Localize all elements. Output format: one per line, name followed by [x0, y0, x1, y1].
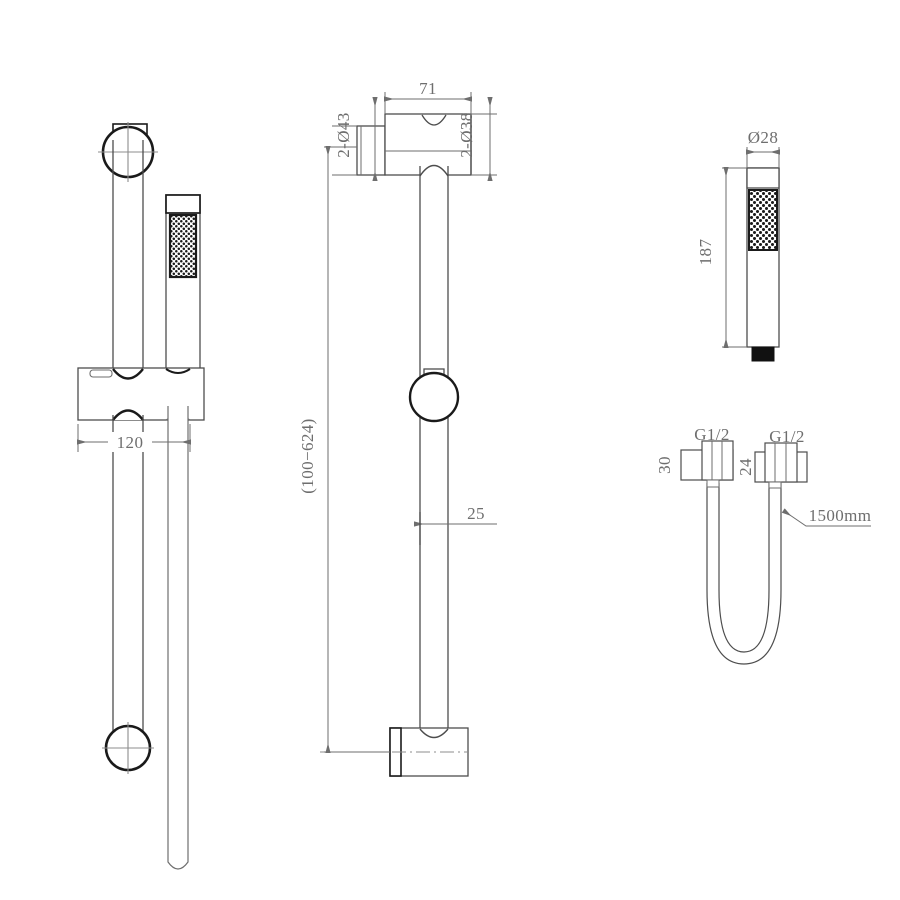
dimension-label-71: 71 — [419, 79, 437, 98]
dimension-label-d38: 2-Ø38 — [457, 112, 476, 157]
dimension-rail-25: 25 — [414, 504, 497, 545]
rail-bottom-bracket-circle — [102, 722, 154, 774]
dimension-len-30: 30 — [655, 456, 674, 474]
handset-spray-face — [168, 213, 198, 279]
dimension-71: 71 — [384, 78, 472, 114]
dimension-thread-right: G1/2 — [769, 427, 805, 446]
top-wall-plate — [356, 125, 386, 176]
dimension-label-g12-left: G1/2 — [694, 425, 730, 444]
dimension-label-25: 25 — [467, 504, 485, 523]
slide-rail-tube — [419, 166, 449, 728]
handset-left-view — [165, 194, 201, 384]
dimension-hose-length: 1500mm — [781, 506, 872, 527]
middle-view-group: 2-Ø43 71 2-Ø38 (100− — [298, 78, 497, 777]
dimension-handset-length: 187 — [696, 167, 747, 348]
slider-holder-ring — [408, 368, 460, 423]
bottom-foot-bracket — [320, 727, 469, 777]
rail-top-bracket-circle — [98, 122, 158, 182]
dimension-label-187: 187 — [696, 239, 715, 266]
handset-detail-spray-face — [748, 189, 778, 251]
dimension-label-d43: 2-Ø43 — [334, 112, 353, 157]
dimension-bracket-120: 120 — [77, 424, 191, 452]
dimension-thread-left: G1/2 — [694, 425, 730, 444]
hose-inlet-connector — [680, 440, 734, 488]
hose-left-view — [167, 406, 189, 870]
hose-detail-group: G1/2 30 G1/2 24 1500mm — [655, 425, 872, 665]
dimension-d38: 2-Ø38 — [457, 97, 497, 181]
wall-bracket-block — [77, 367, 205, 421]
dimension-label-24: 24 — [736, 458, 755, 476]
hose-outlet-connector — [754, 442, 808, 489]
left-view-group: 120 — [77, 122, 205, 870]
handset-outlet-connector — [751, 346, 775, 362]
dimension-d43: 2-Ø43 — [332, 97, 378, 181]
dimension-label-120: 120 — [117, 433, 144, 452]
dimension-label-g12-right: G1/2 — [769, 427, 805, 446]
handset-detail-body — [746, 167, 780, 362]
dimension-travel: (100−624) — [298, 146, 390, 753]
dimension-len-24: 24 — [736, 458, 755, 476]
top-bracket-body — [384, 113, 472, 177]
dimension-label-handset-dia: Ø28 — [748, 128, 778, 147]
dimension-label-travel: (100−624) — [298, 418, 317, 494]
dimension-label-1500mm: 1500mm — [809, 506, 872, 525]
handset-detail-group: Ø28 187 — [696, 127, 791, 362]
rail-tube-left-view — [112, 140, 144, 393]
hose-coil — [706, 483, 782, 665]
rail-tube-lower-left-view — [112, 415, 144, 742]
dimension-handset-dia: Ø28 — [737, 127, 791, 168]
dimension-label-30: 30 — [655, 456, 674, 474]
